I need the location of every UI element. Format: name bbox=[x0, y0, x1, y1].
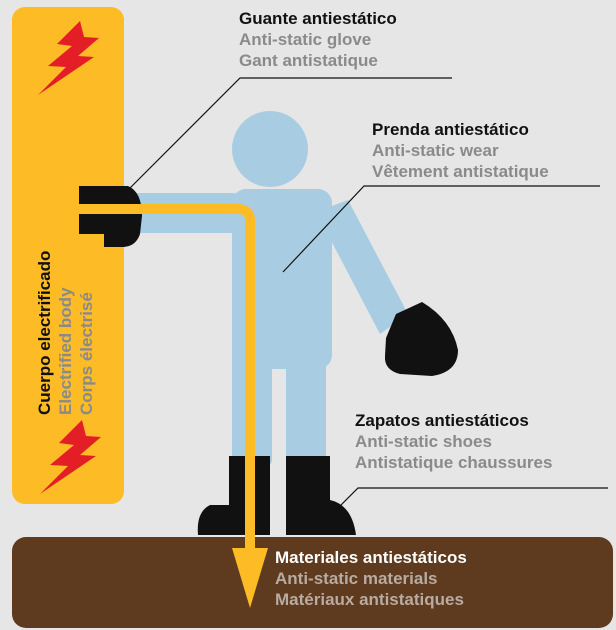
electrified-body-panel bbox=[12, 7, 124, 504]
ground-slab bbox=[12, 537, 613, 628]
materials-label: Materiales antiestáticos Anti-static mat… bbox=[275, 547, 467, 610]
anti-static-shoes bbox=[197, 456, 356, 535]
shoes-leader bbox=[329, 487, 608, 517]
person-torso bbox=[232, 189, 332, 369]
person-right-leg bbox=[286, 350, 326, 466]
electrified-body-label: Cuerpo electrificado Electrified body Co… bbox=[34, 251, 97, 415]
body-label-es: Cuerpo electrificado bbox=[35, 250, 54, 415]
wear-label: Prenda antiestático Anti-static wear Vêt… bbox=[372, 119, 549, 182]
left-shoe bbox=[197, 456, 270, 535]
lightning-bolt-icon bbox=[38, 21, 99, 95]
right-glove bbox=[384, 302, 458, 376]
glove-label-es: Guante antiestático bbox=[239, 9, 397, 28]
wear-label-es: Prenda antiestático bbox=[372, 120, 529, 139]
person-figure bbox=[118, 111, 408, 466]
wear-leader bbox=[282, 185, 600, 273]
glove-label-fr: Gant antistatique bbox=[239, 51, 378, 70]
shoes-label-en: Anti-static shoes bbox=[355, 432, 492, 451]
wear-label-en: Anti-static wear bbox=[372, 141, 499, 160]
glove-label-en: Anti-static glove bbox=[239, 30, 372, 49]
glove-label: Guante antiestático Anti-static glove Ga… bbox=[239, 8, 397, 71]
materials-label-en: Anti-static materials bbox=[275, 569, 438, 588]
shoes-label-es: Zapatos antiestáticos bbox=[355, 411, 529, 430]
shoes-label: Zapatos antiestáticos Anti-static shoes … bbox=[355, 410, 552, 473]
body-label-fr: Corps électrisé bbox=[77, 292, 96, 415]
glove-leader bbox=[127, 77, 452, 191]
arrow-head bbox=[232, 548, 268, 608]
wear-label-fr: Vêtement antistatique bbox=[372, 162, 549, 181]
left-glove bbox=[79, 186, 142, 247]
materials-label-fr: Matériaux antistatiques bbox=[275, 590, 464, 609]
shoes-label-fr: Antistatique chaussures bbox=[355, 453, 553, 472]
lightning-bolt-icon bbox=[40, 420, 101, 494]
current-arrow bbox=[79, 204, 268, 608]
right-shoe bbox=[286, 456, 356, 535]
person-right-arm bbox=[316, 200, 408, 334]
body-label-en: Electrified body bbox=[56, 287, 75, 415]
leader-lines bbox=[127, 77, 608, 517]
person-head bbox=[232, 111, 308, 187]
materials-label-es: Materiales antiestáticos bbox=[275, 548, 467, 567]
